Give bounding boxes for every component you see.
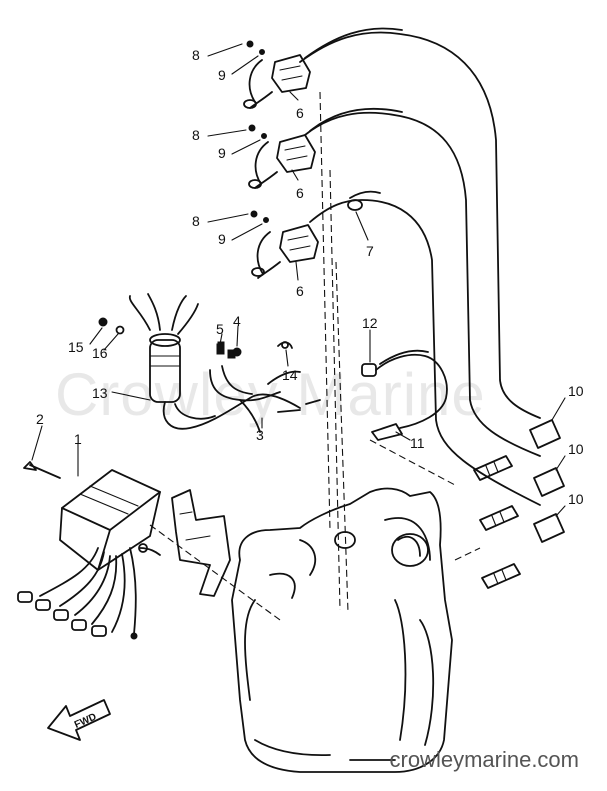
callout-8: 8 [192,213,200,229]
ignition-coil-middle [248,124,316,189]
callout-6: 6 [296,105,304,121]
callout-9: 9 [218,67,226,83]
cdi-unit [17,461,161,640]
callout-12: 12 [362,315,378,331]
callout-6: 6 [296,283,304,299]
fwd-label: FWD [73,712,98,731]
leader-lines [149,91,481,621]
callout-8: 8 [192,47,200,63]
wire-harness [209,341,321,433]
callout-9: 9 [218,231,226,247]
rectifier-regulator [98,293,301,430]
ignition-leads [299,27,541,506]
callout-leaders [31,43,566,517]
ignition-coil-top [243,40,311,109]
mounting-bracket [171,489,231,597]
spark-plugs [473,419,565,589]
callout-8: 8 [192,127,200,143]
callout-15: 15 [68,339,84,355]
sensor-lead [361,349,448,441]
callout-6: 6 [296,185,304,201]
ignition-coil-bottom [250,210,319,279]
fwd-arrow: FWD [47,699,111,741]
callout-11: 11 [410,435,425,451]
callout-2: 2 [36,411,44,427]
callout-16: 16 [92,345,108,361]
callout-labels: 8 9 6 8 9 6 8 9 6 7 12 11 10 10 10 13 3 … [36,47,584,507]
callout-1: 1 [74,431,82,447]
engine-block [231,487,453,773]
callout-4: 4 [233,313,241,329]
callout-13: 13 [92,385,108,401]
callout-10: 10 [568,491,584,507]
site-url: crowleymarine.com [389,747,580,772]
callout-3: 3 [256,427,264,443]
callout-9: 9 [218,145,226,161]
callout-7: 7 [366,243,374,259]
callout-14: 14 [282,367,298,383]
callout-5: 5 [216,321,224,337]
callout-10: 10 [568,441,584,457]
callout-10: 10 [568,383,584,399]
